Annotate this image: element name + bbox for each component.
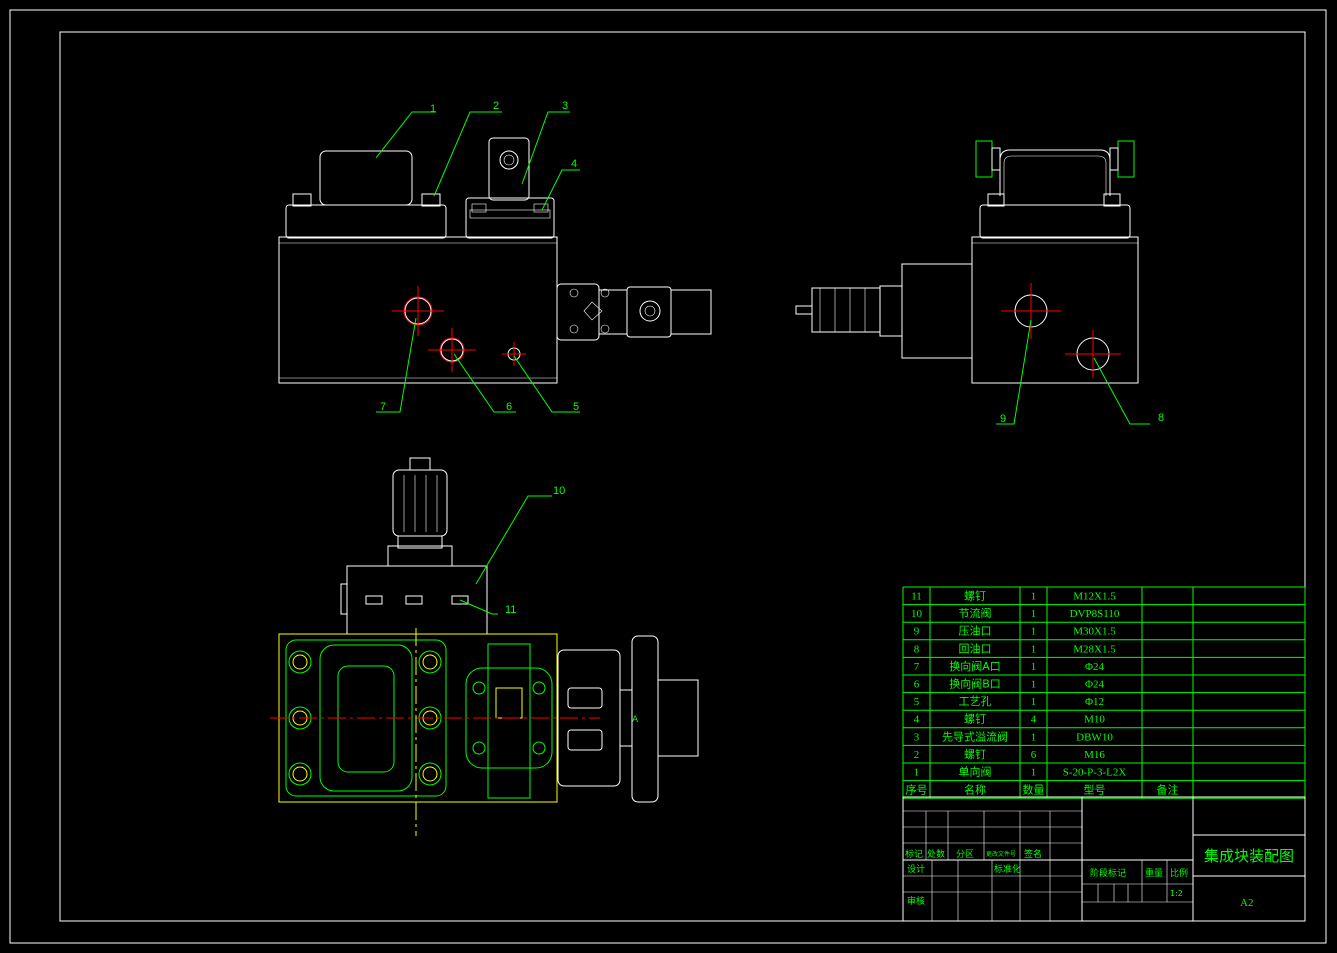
- parts-row-name: 螺钉: [964, 590, 986, 603]
- inner-frame: [59, 31, 1306, 922]
- title-block-grid: [902, 796, 1306, 922]
- parts-row-no: 3: [914, 731, 920, 743]
- balloon-6: 6: [506, 401, 512, 413]
- parts-row-name: 螺钉: [964, 713, 986, 726]
- parts-row-no: 5: [914, 696, 920, 708]
- title-stage: 阶段标记: [1090, 867, 1126, 879]
- svg-text:A: A: [632, 715, 639, 725]
- title-scale-label: 比例: [1170, 867, 1188, 879]
- balloon-10: 10: [553, 485, 565, 497]
- parts-row-no: 8: [914, 643, 920, 655]
- drawing-title: 集成块装配图: [1204, 847, 1294, 865]
- parts-row-no: 11: [911, 591, 922, 603]
- parts-row-model: M10: [1084, 714, 1105, 726]
- parts-row-no: 1: [914, 767, 920, 779]
- title-mark: 标记: [905, 848, 923, 860]
- parts-row-name: 换向阀A口: [949, 659, 1001, 673]
- parts-row-no: 9: [914, 626, 920, 638]
- parts-row-model: Φ24: [1085, 661, 1105, 673]
- parts-row-qty: 1: [1031, 679, 1037, 691]
- parts-row-model: Φ24: [1085, 679, 1105, 691]
- parts-row-model: S-20-P-3-L2X: [1063, 767, 1127, 779]
- parts-header-qty: 数量: [1023, 784, 1045, 797]
- parts-row-model: M16: [1084, 749, 1105, 761]
- parts-row-name: 压油口: [959, 624, 992, 638]
- title-scale: 1:2: [1170, 889, 1183, 898]
- parts-row-qty: 1: [1031, 591, 1037, 603]
- balloon-4: 4: [571, 158, 577, 170]
- parts-row-qty: 1: [1031, 643, 1037, 655]
- parts-row-no: 10: [911, 608, 923, 620]
- parts-row-no: 7: [914, 661, 920, 673]
- parts-row-qty: 1: [1031, 626, 1037, 638]
- parts-row-qty: 1: [1031, 767, 1037, 779]
- parts-row-model: M30X1.5: [1073, 626, 1116, 638]
- title-design: 设计: [907, 863, 925, 875]
- parts-row-name: 单向阀: [959, 765, 992, 779]
- parts-row-no: 4: [914, 714, 920, 726]
- parts-row-qty: 6: [1031, 749, 1037, 761]
- parts-row-name: 先导式溢流阀: [942, 729, 1008, 743]
- parts-header-no: 序号: [906, 783, 928, 797]
- parts-header-note: 备注: [1157, 783, 1179, 797]
- title-review: 审核: [907, 895, 925, 907]
- balloon-3: 3: [562, 100, 568, 112]
- title-change-doc: 更改文件号: [986, 850, 1016, 858]
- parts-row-name: 换向阀B口: [949, 677, 1001, 691]
- front-view: [278, 137, 712, 384]
- parts-row-qty: 1: [1031, 696, 1037, 708]
- parts-list-grid: [902, 586, 1306, 799]
- sheet-size: A2: [1240, 897, 1253, 909]
- balloon-8: 8: [1158, 412, 1164, 424]
- parts-row-model: Φ12: [1085, 696, 1104, 708]
- parts-row-model: M28X1.5: [1073, 643, 1116, 655]
- outer-border: [9, 9, 1327, 944]
- balloon-7: 7: [380, 401, 386, 413]
- parts-row-name: 螺钉: [964, 748, 986, 761]
- parts-row-qty: 1: [1031, 608, 1037, 620]
- parts-row-model: M12X1.5: [1073, 591, 1116, 603]
- balloon-2: 2: [493, 100, 499, 112]
- title-zone: 分区: [956, 849, 974, 860]
- parts-header-name: 名称: [964, 783, 986, 797]
- parts-header-model: 型号: [1084, 783, 1106, 797]
- parts-row-name: 节流阀: [959, 606, 992, 620]
- balloon-5: 5: [573, 401, 579, 413]
- parts-row-qty: 1: [1031, 731, 1037, 743]
- parts-row-model: DVP8S110: [1070, 608, 1120, 620]
- title-count: 处数: [927, 848, 945, 860]
- side-view: [795, 140, 1139, 384]
- balloon-9: 9: [1000, 413, 1006, 425]
- title-weight: 重量: [1145, 867, 1163, 879]
- parts-row-no: 2: [914, 749, 920, 761]
- balloon-1: 1: [430, 103, 436, 115]
- top-view: A: [270, 457, 699, 836]
- parts-row-name: 工艺孔: [959, 695, 992, 708]
- title-standard: 标准化: [994, 863, 1021, 875]
- balloon-11: 11: [505, 604, 516, 616]
- leader-lines: [375, 111, 1150, 615]
- parts-row-model: DBW10: [1076, 731, 1113, 743]
- parts-row-no: 6: [914, 679, 920, 691]
- parts-row-name: 回油口: [959, 641, 992, 655]
- title-sign: 签名: [1024, 848, 1042, 860]
- parts-row-qty: 4: [1031, 714, 1037, 726]
- parts-row-qty: 1: [1031, 661, 1037, 673]
